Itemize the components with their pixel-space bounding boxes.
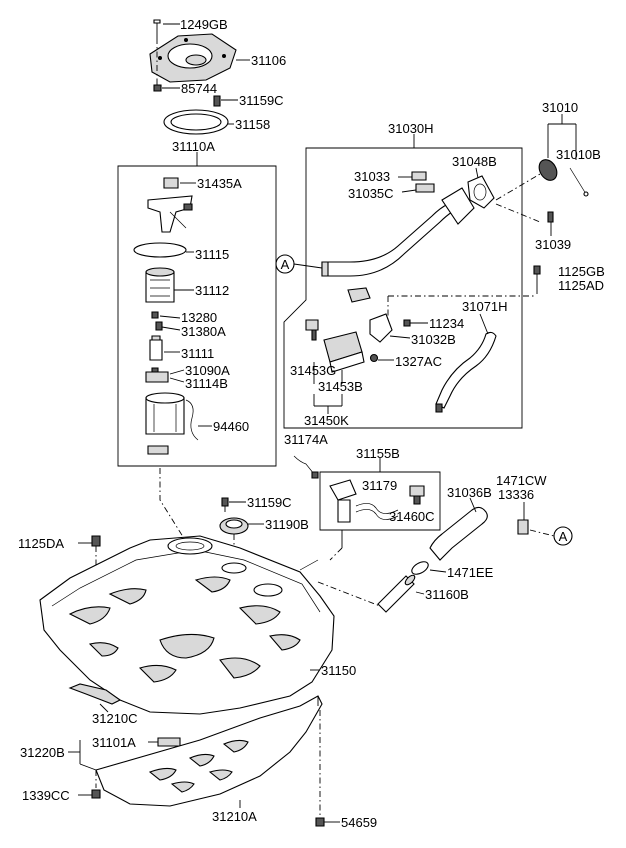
label-31179: 31179 <box>362 478 397 493</box>
label-31155b: 31155B <box>356 446 400 461</box>
label-31032b: 31032B <box>411 332 456 347</box>
label-94460: 94460 <box>213 419 249 434</box>
label-31033: 31033 <box>354 169 390 184</box>
label-1327ac: 1327AC <box>395 354 442 369</box>
label-1125da: 1125DA <box>18 536 64 551</box>
label-31210a: 31210A <box>212 809 257 824</box>
fuel-cap-assembly <box>495 114 589 294</box>
label-31453g: 31453G <box>290 363 336 378</box>
filler-neck-box <box>283 134 536 429</box>
callout-a-lower-letter: A <box>559 529 568 544</box>
label-31071h: 31071H <box>462 299 508 314</box>
label-31036b: 31036B <box>447 485 492 500</box>
label-1125ad: 1125AD <box>558 278 604 293</box>
callout-a-upper-letter: A <box>281 257 290 272</box>
label-11234: 11234 <box>429 316 464 331</box>
label-31159c-mid: 31159C <box>247 495 292 510</box>
label-31150: 31150 <box>321 663 356 678</box>
label-31030h: 31030H <box>388 121 434 136</box>
label-1125gb: 1125GB <box>558 264 605 279</box>
fuel-tank <box>39 535 335 715</box>
label-1471ee: 1471EE <box>447 565 494 580</box>
label-31114b: 31114B <box>185 376 228 391</box>
label-31101a: 31101A <box>92 735 136 750</box>
label-31190b: 31190B <box>265 517 309 532</box>
label-31450k: 31450K <box>304 413 349 428</box>
label-31210c: 31210C <box>92 711 138 726</box>
fuel-pump-cover-assembly <box>149 19 250 135</box>
label-31111: 31111 <box>181 346 214 361</box>
label-1471cw: 1471CW <box>496 473 547 488</box>
label-31158: 31158 <box>235 117 270 132</box>
label-13280: 13280 <box>181 310 217 325</box>
label-31035c: 31035C <box>348 186 394 201</box>
label-31220b: 31220B <box>20 745 65 760</box>
label-31159c-top: 31159C <box>239 93 284 108</box>
label-1249gb: 1249GB <box>180 17 228 32</box>
label-31380a: 31380A <box>181 324 226 339</box>
label-31106: 31106 <box>251 53 286 68</box>
label-31039: 31039 <box>535 237 571 252</box>
label-13336: 13336 <box>498 487 534 502</box>
label-31110a: 31110A <box>172 139 215 154</box>
callout-a-upper: A <box>275 254 323 274</box>
filler-hose-parts <box>317 497 529 613</box>
label-31048b: 31048B <box>452 154 497 169</box>
label-1339cc: 1339CC <box>22 788 70 803</box>
label-31174a: 31174A <box>284 432 328 447</box>
label-31115: 31115 <box>195 247 229 262</box>
label-31460c: 31460C <box>389 509 435 524</box>
label-31090a: 31090A <box>185 363 230 378</box>
tank-top-fittings <box>78 497 264 640</box>
label-31112: 31112 <box>195 283 229 298</box>
heat-shields <box>68 683 340 827</box>
label-54659: 54659 <box>341 815 377 830</box>
fuel-pump-module-box <box>117 152 277 467</box>
label-31453b: 31453B <box>318 379 363 394</box>
label-85744: 85744 <box>181 81 217 96</box>
label-31160b: 31160B <box>425 587 469 602</box>
label-31010b: 31010B <box>556 147 601 162</box>
label-31010: 31010 <box>542 100 578 115</box>
callout-a-lower: A <box>529 526 573 546</box>
label-31435a: 31435A <box>197 176 242 191</box>
sender-assembly <box>293 455 441 561</box>
part-number-labels: 1249GB 31106 85744 31159C 31158 31110A 3… <box>18 17 605 830</box>
